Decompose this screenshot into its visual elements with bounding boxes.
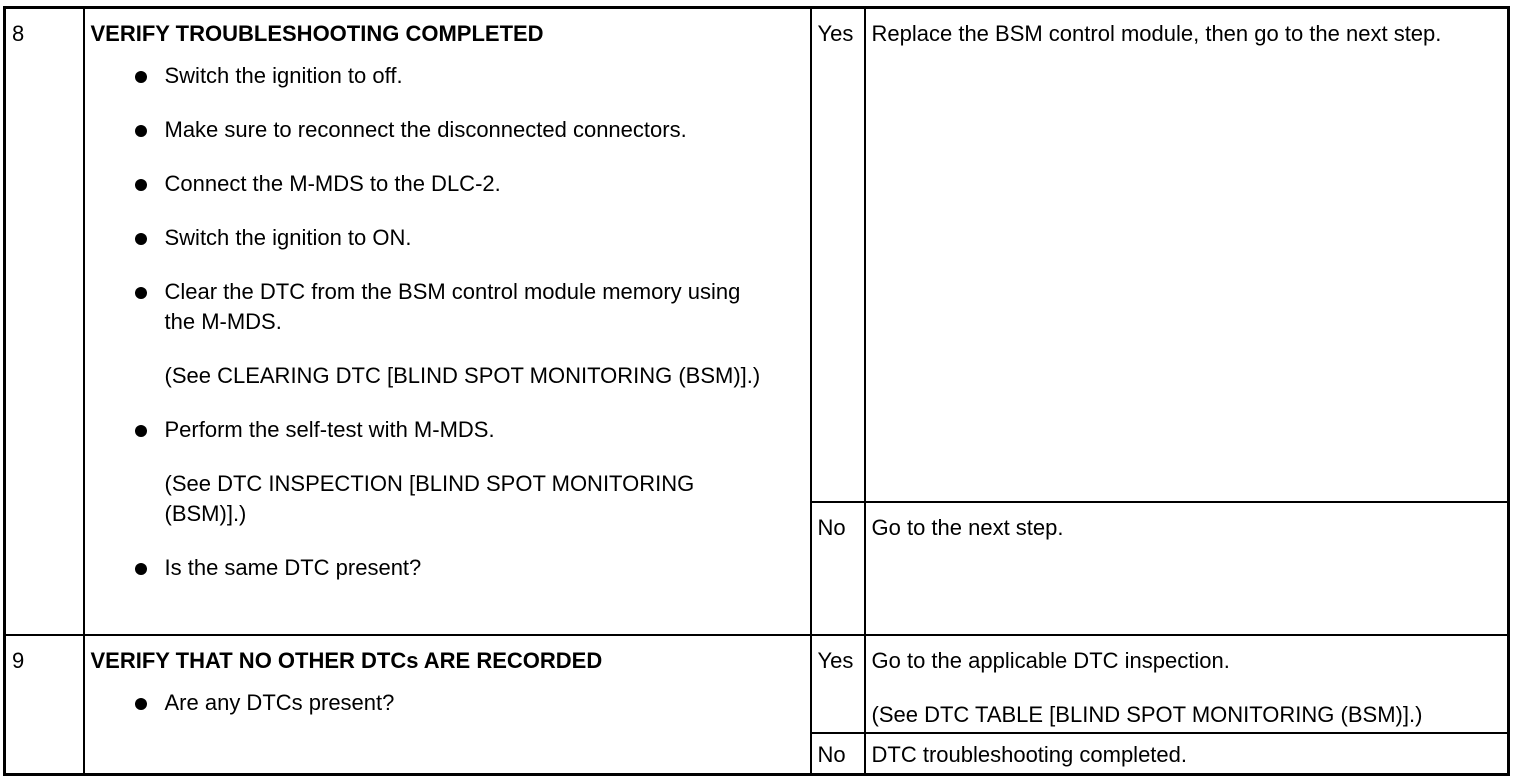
bullet-text: Connect the M-MDS to the DLC-2. (164, 171, 501, 196)
bullet-icon (134, 179, 147, 191)
step-8-title: VERIFY TROUBLESHOOTING COMPLETED (90, 21, 544, 46)
bullet-icon (134, 425, 147, 437)
clear-dtc-reference: (See CLEARING DTC [BLIND SPOT MONITORING… (164, 363, 761, 388)
bullet-text: Switch the ignition to off. (164, 63, 403, 88)
step-9-no-result: DTC troubleshooting completed. (863, 731, 1510, 776)
list-item: Clear the DTC from the BSM control modul… (134, 277, 804, 391)
dtc-inspection-reference: (See DTC INSPECTION [BLIND SPOT MONITORI… (164, 471, 695, 526)
step-9-bullet-list: Are any DTCs present? (91, 688, 804, 718)
bullet-text: Make sure to reconnect the disconnected … (164, 117, 687, 142)
bullet-icon (134, 697, 147, 710)
step-8-yes-row: 8 VERIFY TROUBLESHOOTING COMPLETED Switc… (3, 6, 1510, 636)
list-item: Connect the M-MDS to the DLC-2. (134, 169, 804, 199)
list-item: Switch the ignition to off. (134, 61, 804, 91)
step-8-no-row: No Go to the next step. (5, 500, 1510, 636)
step-8-content: VERIFY TROUBLESHOOTING COMPLETED Switch … (82, 6, 812, 636)
step-9-content: VERIFY THAT NO OTHER DTCs ARE RECORDED A… (82, 633, 812, 776)
bullet-icon (134, 563, 147, 575)
bullet-text: Clear the DTC from the BSM control modul… (164, 279, 741, 334)
step-8-yes-label: Yes (809, 6, 866, 503)
step-8-bullet-list: Switch the ignition to off. Make sure to… (91, 61, 804, 583)
bullet-text: Is the same DTC present? (164, 555, 422, 580)
bullet-text: Are any DTCs present? (164, 689, 395, 715)
bullet-icon (134, 233, 147, 245)
step-8-number: 8 (3, 6, 85, 636)
step-9-no-label: No (809, 731, 866, 776)
step-9-yes-row: 9 VERIFY THAT NO OTHER DTCs ARE RECORDED… (3, 633, 1510, 776)
step-9-yes-label: Yes (809, 633, 866, 734)
list-item: Switch the ignition to ON. (134, 223, 804, 253)
troubleshooting-table: 8 VERIFY TROUBLESHOOTING COMPLETED Switc… (3, 6, 1510, 776)
step-9-number: 9 (3, 633, 85, 776)
step-8-no-label: No (809, 500, 866, 636)
step-8-no-result: Go to the next step. (863, 500, 1510, 636)
list-item: Make sure to reconnect the disconnected … (134, 115, 804, 145)
bullet-text: Perform the self-test with M-MDS. (164, 417, 495, 442)
step-9-yes-result-text: Go to the applicable DTC inspection. (871, 647, 1230, 673)
dtc-table-reference: (See DTC TABLE [BLIND SPOT MONITORING (B… (871, 701, 1423, 727)
step-9-title: VERIFY THAT NO OTHER DTCs ARE RECORDED (90, 647, 603, 673)
list-item: Are any DTCs present? (134, 688, 804, 718)
bullet-icon (134, 287, 147, 299)
bullet-text: Switch the ignition to ON. (164, 225, 412, 250)
bullet-icon (134, 125, 147, 137)
step-9-yes-result: Go to the applicable DTC inspection. (Se… (863, 633, 1510, 734)
step-9-no-row: No DTC troubleshooting completed. (5, 731, 1510, 776)
step-8-yes-result: Replace the BSM control module, then go … (863, 6, 1510, 503)
bullet-icon (134, 71, 147, 83)
list-item: Perform the self-test with M-MDS. (See D… (134, 415, 804, 529)
list-item: Is the same DTC present? (134, 553, 804, 583)
